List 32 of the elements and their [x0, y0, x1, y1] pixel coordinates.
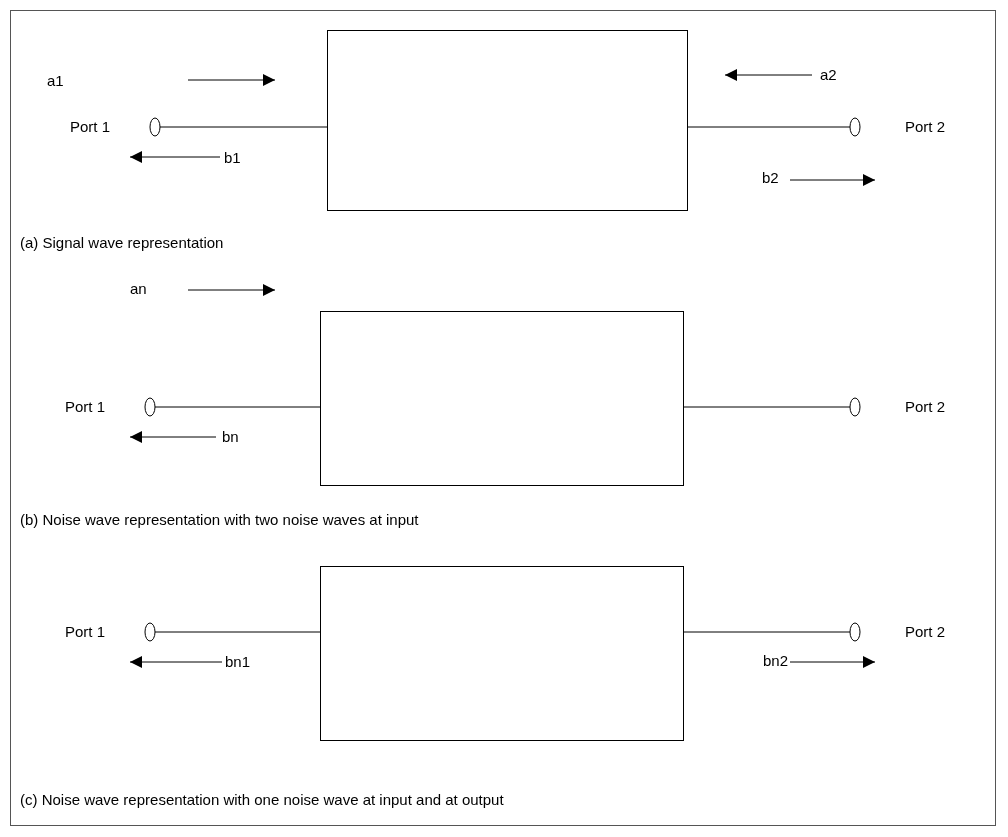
port-terminal [849, 622, 861, 642]
wave-label: bn1 [225, 653, 251, 671]
connecting-line [683, 406, 851, 408]
port-terminal [144, 622, 156, 642]
port-label: Port 2 [905, 623, 946, 641]
two-port-box [320, 311, 684, 486]
connecting-line [159, 126, 328, 128]
port-label: Port 1 [70, 118, 111, 136]
two-port-box [327, 30, 688, 211]
wave-label: b1 [224, 149, 241, 167]
connecting-line [154, 406, 321, 408]
port-label: Port 2 [905, 398, 946, 416]
port-terminal [149, 117, 161, 137]
wave-label: bn [222, 428, 239, 446]
wave-label: a2 [820, 66, 837, 84]
connecting-line [687, 126, 851, 128]
port-terminal [849, 397, 861, 417]
port-label: Port 1 [65, 623, 106, 641]
wave-label: a1 [47, 72, 64, 90]
wave-label: b2 [762, 169, 779, 187]
caption-text: (b) Noise wave representation with two noise waves at input [20, 511, 419, 529]
two-port-box [320, 566, 684, 741]
port-label: Port 1 [65, 398, 106, 416]
connecting-line [683, 631, 851, 633]
wave-label: bn2 [763, 652, 789, 670]
connecting-line [154, 631, 321, 633]
port-label: Port 2 [905, 118, 946, 136]
port-terminal [144, 397, 156, 417]
wave-label: an [130, 280, 147, 298]
caption-text: (c) Noise wave representation with one noise wave at input and at output [20, 791, 504, 809]
caption-text: (a) Signal wave representation [20, 234, 224, 252]
port-terminal [849, 117, 861, 137]
